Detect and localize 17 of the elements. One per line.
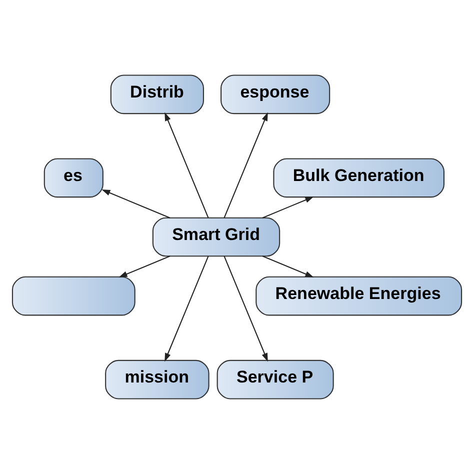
node-box: Service P bbox=[216, 360, 334, 400]
node-box: Renewable Energies bbox=[256, 276, 462, 316]
node-box: esponse bbox=[220, 74, 330, 114]
node-box: Bulk Generation bbox=[273, 158, 444, 198]
node-box: mission bbox=[105, 360, 210, 400]
arrow bbox=[224, 256, 268, 362]
arrow bbox=[102, 190, 170, 218]
node-box: es bbox=[44, 158, 104, 198]
node-box: Distrib bbox=[110, 74, 204, 114]
arrow bbox=[164, 112, 209, 218]
arrow bbox=[262, 196, 314, 218]
arrow bbox=[164, 256, 209, 362]
arrow bbox=[118, 256, 170, 278]
node-box bbox=[12, 276, 136, 316]
arrow bbox=[262, 256, 314, 278]
arrow bbox=[224, 112, 268, 218]
node-box: Smart Grid bbox=[152, 217, 280, 257]
